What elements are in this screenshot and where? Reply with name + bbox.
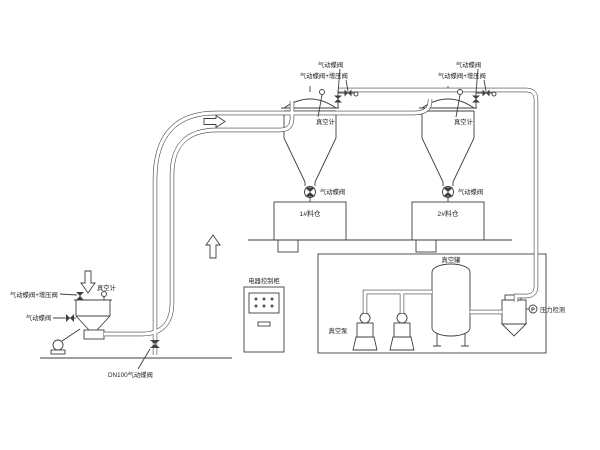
vessel1-valve-boost-label: 气动蝶阀+增压阀	[300, 71, 348, 80]
vessel1-vacuum-gauge-label: 真空计	[316, 117, 336, 126]
feeder-valve-boost-label: 气动蝶阀+增压阀	[10, 290, 58, 299]
vacuum-gauge-icon	[101, 291, 107, 297]
pressure-gauge-icon	[528, 304, 538, 314]
butterfly-valve-icon	[472, 95, 480, 99]
vacuum-tank	[431, 263, 471, 347]
vessel2-valve-boost-label: 气动蝶阀+增压阀	[438, 71, 486, 80]
flow-up-arrow-icon	[205, 234, 221, 259]
vessel1-valve-top-label: 气动蝶阀	[318, 60, 343, 69]
indicator-light-icon	[270, 297, 274, 301]
flow-right-arrow-icon	[203, 114, 226, 129]
pressure-detection-label: 压力检测	[540, 305, 565, 314]
leader-line	[475, 68, 487, 94]
leader-line	[53, 293, 78, 319]
butterfly-valve-icon	[150, 340, 160, 344]
butterfly-valve-icon	[482, 89, 486, 97]
silo-pedestal-1	[273, 201, 347, 241]
vessel1-fittings	[304, 68, 359, 202]
leader-line	[455, 94, 461, 118]
conveying-pipe-vessel2	[152, 99, 433, 355]
indicator-light-icon	[262, 304, 266, 308]
control-cabinet	[243, 286, 285, 353]
leader-line	[337, 68, 349, 94]
indicator-light-icon	[262, 297, 266, 301]
vacuum-station-room	[317, 253, 547, 354]
pedestal-support-2	[415, 239, 437, 253]
dn100-valve	[137, 340, 160, 370]
feed-down-arrow-icon	[80, 270, 96, 294]
silo1-label: 1#料仓	[299, 209, 320, 218]
pipe-runs	[104, 87, 539, 355]
feeder-vacuum-gauge-label: 真空计	[97, 283, 117, 292]
cabinet-handle	[257, 321, 271, 327]
leader-line	[137, 348, 151, 370]
vacuum-tank-label: 真空罐	[442, 255, 462, 264]
butterfly-valve-icon	[344, 89, 348, 97]
vacuum-pump-1	[352, 312, 378, 351]
butterfly-valve-icon	[66, 314, 70, 322]
feeder-fittings	[53, 291, 107, 322]
vessel2-fittings	[442, 68, 497, 202]
vessel1-valve-bottom-label: 气动蝶阀	[320, 187, 345, 196]
vacuum-pump-2	[389, 312, 415, 351]
discharge-ejector	[83, 329, 105, 340]
booster-valve-icon	[353, 91, 359, 97]
vessel2-vacuum-gauge-label: 真空计	[454, 117, 474, 126]
feeder-hopper	[50, 293, 112, 355]
indicator-light-icon	[270, 304, 274, 308]
pedestal-support-1	[277, 239, 299, 253]
booster-valve-icon	[491, 91, 497, 97]
vessel2-valve-top-label: 气动蝶阀	[456, 60, 481, 69]
pressure-gauge-letter: P	[531, 308, 535, 314]
silo-pedestal-2	[411, 201, 485, 241]
vacuum-gauge-icon	[457, 89, 463, 95]
vacuum-return-pipe	[338, 87, 539, 302]
vacuum-pump-label: 真空泵	[329, 326, 349, 335]
pressure-gauge	[526, 304, 538, 314]
control-cabinet-label: 电器控制柜	[248, 276, 279, 285]
pump-manifold-pipe	[362, 289, 432, 313]
vessel2-valve-bottom-label: 气动蝶阀	[458, 187, 483, 196]
butterfly-valve-icon	[334, 95, 342, 99]
blower-icon	[52, 339, 64, 351]
indicator-light-icon	[254, 304, 258, 308]
dn100-valve-label: DN100气动蝶阀	[108, 370, 153, 379]
leader-line	[317, 94, 323, 118]
indicator-light-icon	[254, 297, 258, 301]
feeder-valve-side-label: 气动蝶阀	[26, 313, 51, 322]
vacuum-gauge-icon	[319, 89, 325, 95]
silo2-label: 2#料仓	[437, 209, 458, 218]
butterfly-valve-icon	[76, 292, 84, 296]
